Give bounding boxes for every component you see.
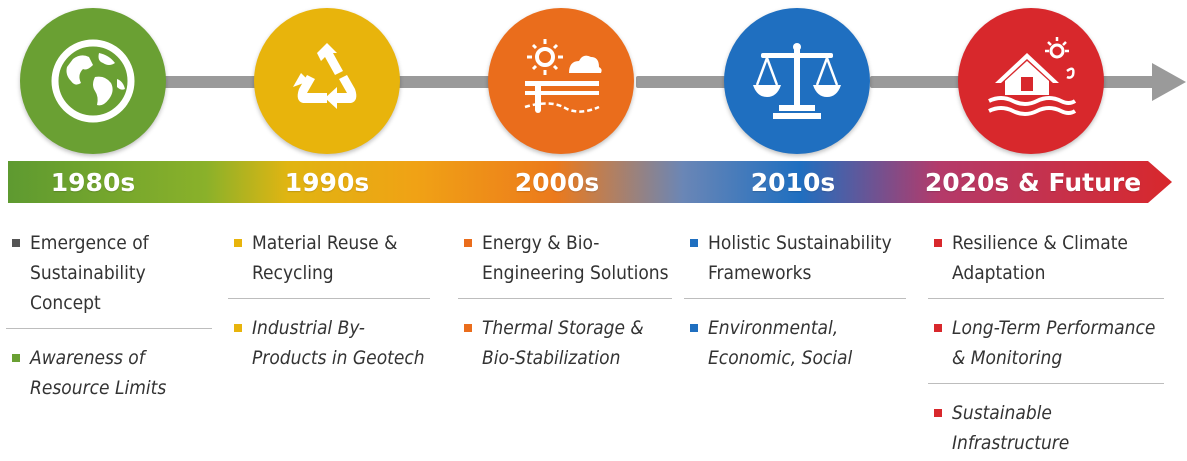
milestone-column-2000s: Energy & Bio-Engineering Solutions Therm… bbox=[458, 228, 672, 373]
list-item-text: Material Reuse & Recycling bbox=[252, 232, 398, 284]
bullet-square bbox=[234, 324, 242, 332]
bullet-square bbox=[690, 324, 698, 332]
bullet-square bbox=[464, 239, 472, 247]
bullet-square bbox=[934, 324, 942, 332]
list-item-text: Resilience & Climate Adaptation bbox=[952, 232, 1128, 284]
bullet-square bbox=[464, 324, 472, 332]
timeline-connector bbox=[636, 76, 732, 88]
milestone-circle-1990s bbox=[254, 8, 400, 154]
sun-energy-icon bbox=[524, 39, 602, 113]
list-item: Holistic Sustainability Frameworks bbox=[688, 228, 906, 288]
globe-icon bbox=[51, 39, 135, 123]
house-flood-icon bbox=[988, 37, 1077, 116]
milestone-circle-2000s bbox=[488, 8, 634, 154]
milestone-circle-2010s bbox=[724, 8, 870, 154]
timeline-connector bbox=[870, 76, 964, 88]
list-item-text: Holistic Sustainability Frameworks bbox=[708, 232, 892, 284]
bullet-square bbox=[934, 239, 942, 247]
list-item: Industrial By-Products in Geotech bbox=[232, 313, 430, 373]
bullet-square bbox=[690, 239, 698, 247]
list-item: Sustainable Infrastructure bbox=[932, 398, 1164, 458]
list-item: Resilience & Climate Adaptation bbox=[932, 228, 1164, 288]
divider bbox=[684, 298, 906, 299]
divider bbox=[928, 298, 1164, 299]
divider bbox=[928, 383, 1164, 384]
bullet-square bbox=[12, 239, 20, 247]
bullet-square bbox=[12, 354, 20, 362]
timeline-band bbox=[8, 161, 1172, 203]
list-item-text: Long-Term Performance & Monitoring bbox=[952, 317, 1156, 369]
list-item: Material Reuse & Recycling bbox=[232, 228, 430, 288]
milestone-column-1990s: Material Reuse & Recycling Industrial By… bbox=[228, 228, 430, 373]
list-item-text: Thermal Storage & Bio-Stabilization bbox=[482, 317, 644, 369]
timeline-connector bbox=[398, 76, 498, 88]
decade-label: 1980s bbox=[50, 167, 136, 197]
decade-label: 2000s bbox=[514, 167, 600, 197]
recycle-icon bbox=[293, 43, 357, 109]
timeline-arrow-head bbox=[1152, 63, 1186, 101]
milestone-column-2010s: Holistic Sustainability Frameworks Envir… bbox=[684, 228, 906, 373]
divider bbox=[228, 298, 430, 299]
divider bbox=[458, 298, 672, 299]
list-item-text: Sustainable Infrastructure bbox=[952, 402, 1070, 454]
decade-label: 2010s bbox=[750, 167, 836, 197]
list-item-text: Environmental, Economic, Social bbox=[708, 317, 853, 369]
decade-label: 2020s & Future bbox=[924, 167, 1142, 197]
list-item: Environmental, Economic, Social bbox=[688, 313, 906, 373]
milestone-column-1980s: Emergence of Sustainability Concept Awar… bbox=[6, 228, 212, 403]
list-item-text: Emergence of Sustainability Concept bbox=[30, 232, 149, 314]
decade-label: 1990s bbox=[284, 167, 370, 197]
list-item: Long-Term Performance & Monitoring bbox=[932, 313, 1164, 373]
list-item: Awareness of Resource Limits bbox=[10, 343, 212, 403]
list-item-text: Energy & Bio-Engineering Solutions bbox=[482, 232, 669, 284]
timeline-connector bbox=[1102, 76, 1156, 88]
milestone-circle-1980s bbox=[20, 8, 166, 154]
list-item-text: Industrial By-Products in Geotech bbox=[252, 317, 425, 369]
list-item: Energy & Bio-Engineering Solutions bbox=[462, 228, 672, 288]
balance-scale-icon bbox=[753, 43, 841, 119]
bullet-square bbox=[934, 409, 942, 417]
bullet-square bbox=[234, 239, 242, 247]
milestone-circle-2020s bbox=[958, 8, 1104, 154]
timeline-connector bbox=[160, 76, 260, 88]
list-item: Thermal Storage & Bio-Stabilization bbox=[462, 313, 672, 373]
list-item: Emergence of Sustainability Concept bbox=[10, 228, 212, 318]
milestone-column-2020s: Resilience & Climate Adaptation Long-Ter… bbox=[928, 228, 1164, 458]
list-item-text: Awareness of Resource Limits bbox=[30, 347, 167, 399]
divider bbox=[6, 328, 212, 329]
